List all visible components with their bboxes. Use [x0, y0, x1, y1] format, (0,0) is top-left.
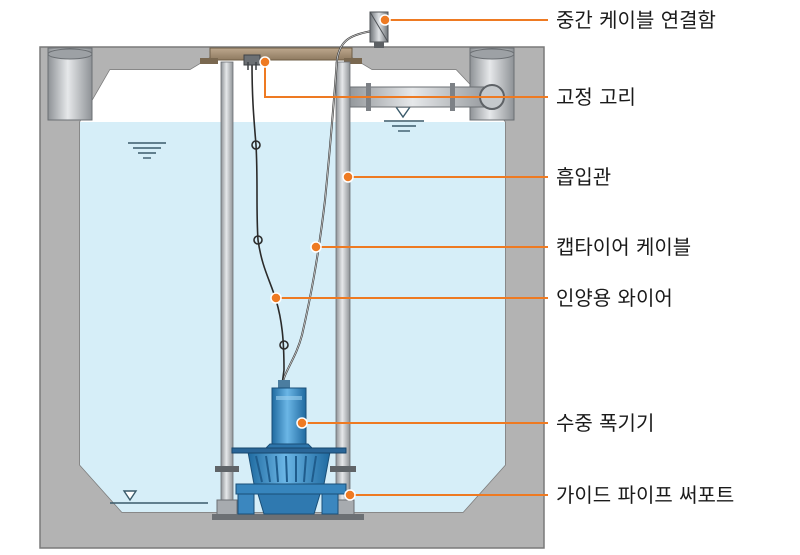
label-lifting-wire: 인양용 와이어	[556, 286, 673, 310]
label-cabtyre-cable: 캡타이어 케이블	[556, 235, 691, 259]
low-water-level-mark	[110, 490, 208, 504]
callout-labels: 중간 케이블 연결함 고정 고리 흡입관 캡타이어 케이블 인양용 와이어 수중…	[556, 8, 734, 507]
bottom-plate	[212, 514, 364, 520]
dot-junction-box	[379, 14, 391, 26]
dot-cabtyre-cable	[310, 241, 322, 253]
leader-fixing-hook	[264, 62, 548, 98]
dot-suction-pipe	[342, 171, 354, 183]
dot-aerator	[296, 417, 308, 429]
label-submersible-aerator: 수중 폭기기	[556, 411, 654, 435]
dot-fixing-hook	[259, 56, 271, 68]
label-suction-pipe: 흡입관	[556, 165, 611, 189]
submersible-aerator-unit	[231, 380, 347, 515]
label-intermediate-cable-junction-box: 중간 케이블 연결함	[556, 8, 716, 32]
dot-lifting-wire	[270, 292, 282, 304]
fixing-hook-bracket	[243, 54, 261, 70]
left-inlet-pipe	[47, 47, 93, 121]
label-guide-pipe-support: 가이드 파이프 써포트	[556, 483, 734, 507]
high-water-level-mark-left	[128, 142, 166, 159]
water-body	[80, 122, 505, 512]
callout-dots	[259, 14, 391, 501]
dot-guide-pipe-support	[344, 489, 356, 501]
cabtyre-cable-highlight	[281, 29, 379, 386]
label-fixing-hook: 고정 고리	[556, 85, 636, 109]
callout-leaders	[264, 19, 548, 496]
